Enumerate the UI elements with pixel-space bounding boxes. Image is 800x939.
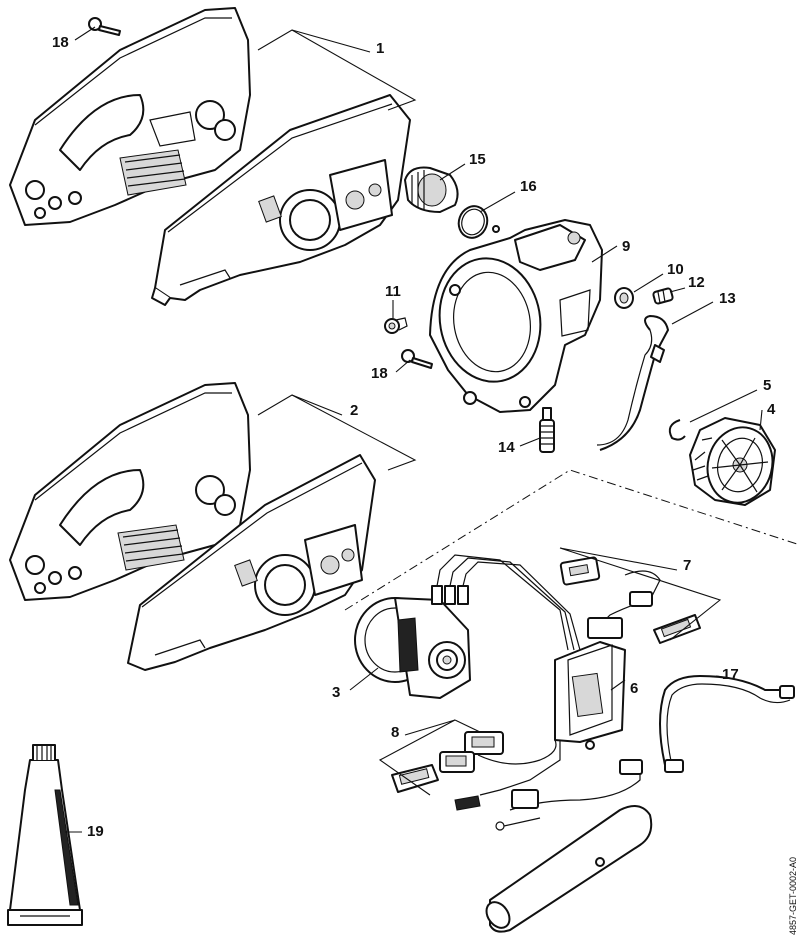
housing-shell-1 xyxy=(9,7,411,306)
o-ring-16 xyxy=(457,205,500,239)
callout-17: 17 xyxy=(722,666,739,683)
screw-18-top xyxy=(88,17,121,36)
bush-10 xyxy=(614,287,634,309)
callout-14: 14 xyxy=(498,439,515,456)
screw-18-mid xyxy=(401,349,433,369)
assembly-boundary xyxy=(344,469,800,611)
callout-6: 6 xyxy=(630,680,638,697)
connector-7 xyxy=(559,556,701,644)
handle-tube xyxy=(485,759,653,933)
callout-13: 13 xyxy=(719,290,736,307)
callout-18-top: 18 xyxy=(52,34,69,51)
nipple-12 xyxy=(652,287,674,305)
hose-13 xyxy=(596,315,669,451)
hose-17 xyxy=(659,675,795,773)
fan-housing-9 xyxy=(429,219,603,413)
callout-5: 5 xyxy=(763,377,771,394)
callout-7: 7 xyxy=(683,557,691,574)
fan-wheel-4 xyxy=(689,417,776,506)
callout-3: 3 xyxy=(332,684,340,701)
control-unit-6 xyxy=(479,641,626,796)
callout-2: 2 xyxy=(350,402,358,419)
leader-lines xyxy=(65,26,763,833)
valve-14 xyxy=(539,407,555,453)
motor-3 xyxy=(354,554,581,699)
callout-4: 4 xyxy=(767,401,776,418)
wiring-8 xyxy=(391,731,557,811)
gear-11 xyxy=(384,317,408,334)
callout-labels: 1 2 3 4 5 6 7 8 9 10 11 12 13 14 15 16 1… xyxy=(52,34,776,840)
callout-15: 15 xyxy=(469,151,486,168)
callout-16: 16 xyxy=(520,178,537,195)
callout-11: 11 xyxy=(385,283,401,300)
bearing-15 xyxy=(404,166,459,213)
callout-8: 8 xyxy=(391,724,399,741)
circlip-5 xyxy=(668,419,686,441)
grease-tube-19 xyxy=(7,744,83,926)
callout-12: 12 xyxy=(688,274,705,291)
callout-19: 19 xyxy=(87,823,104,840)
callout-1: 1 xyxy=(376,40,384,57)
drawing-code: 4857-GET-0002-A0 xyxy=(788,857,798,935)
housing-shell-2 xyxy=(9,382,376,671)
callout-10: 10 xyxy=(667,261,684,278)
callout-18-mid: 18 xyxy=(371,365,388,382)
callout-9: 9 xyxy=(622,238,630,255)
